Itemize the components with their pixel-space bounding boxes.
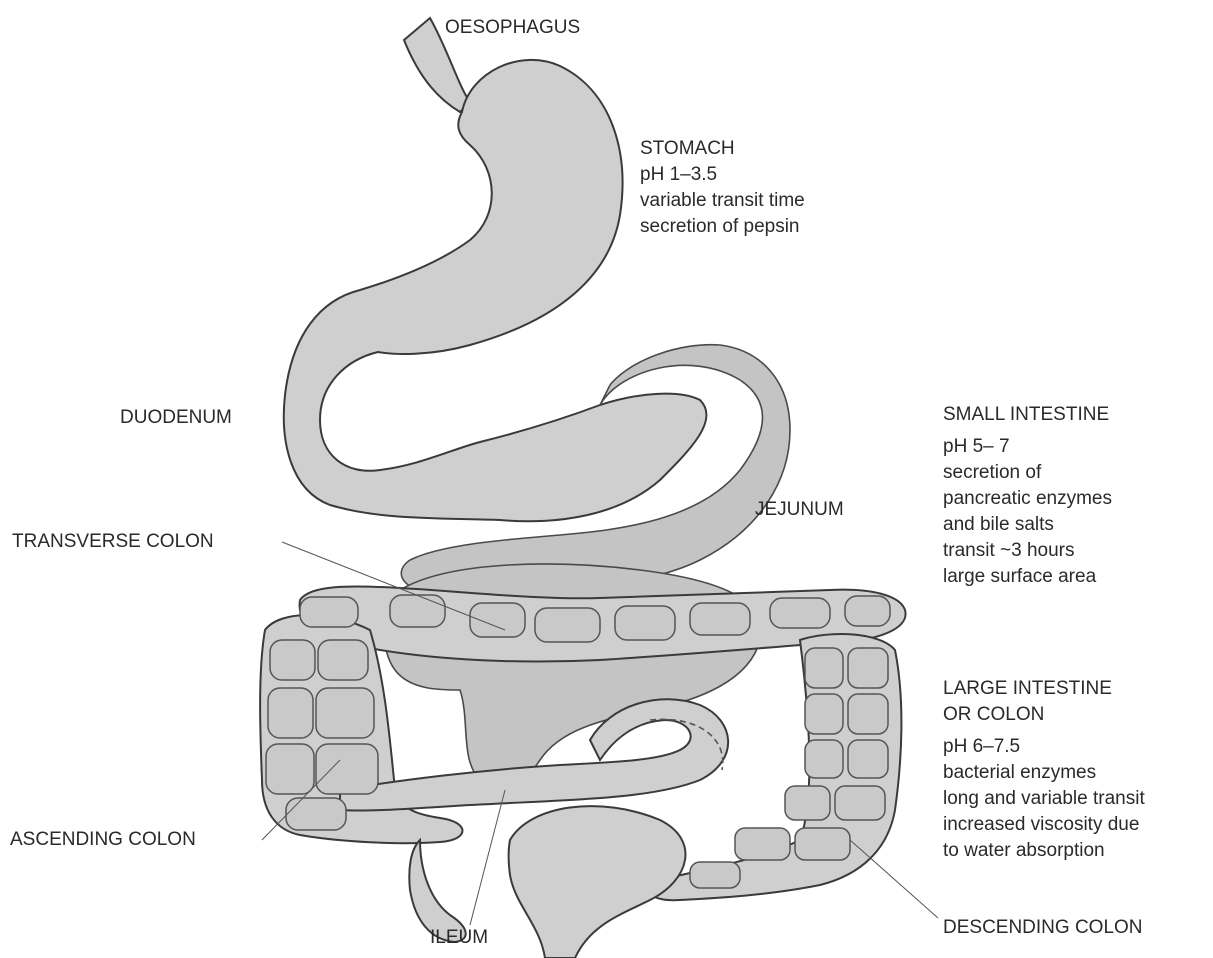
- small-intestine-line: and bile salts: [943, 512, 1112, 538]
- colon-segment: [848, 740, 888, 778]
- colon-segment: [845, 596, 890, 626]
- small-intestine-line: transit ~3 hours: [943, 538, 1112, 564]
- stomach-shape: [284, 60, 707, 521]
- colon-segment: [470, 603, 525, 637]
- ileum-label: ILEUM: [430, 928, 488, 947]
- large-intestine-line: increased viscosity due: [943, 812, 1145, 838]
- descending-colon-label: DESCENDING COLON: [943, 918, 1143, 937]
- stomach-ph: pH 1–3.5: [640, 162, 805, 188]
- colon-segment: [848, 694, 888, 734]
- large-intestine-line: to water absorption: [943, 838, 1145, 864]
- ileum-leader: [470, 790, 505, 925]
- large-intestine-title-2: OR COLON: [943, 702, 1145, 728]
- colon-segment: [795, 828, 850, 860]
- colon-segment: [805, 694, 843, 734]
- colon-segment: [300, 597, 358, 627]
- colon-segment: [770, 598, 830, 628]
- colon-segment: [286, 798, 346, 830]
- oesophagus-label: OESOPHAGUS: [445, 18, 580, 37]
- stomach-transit: variable transit time: [640, 188, 805, 214]
- small-intestine-line: secretion of: [943, 460, 1112, 486]
- small-intestine-info: SMALL INTESTINE pH 5– 7 secretion of pan…: [943, 402, 1112, 590]
- ascending-colon-label: ASCENDING COLON: [10, 830, 196, 849]
- colon-segment: [785, 786, 830, 820]
- large-intestine-title: LARGE INTESTINE: [943, 676, 1145, 702]
- rectum-shape: [509, 806, 686, 958]
- colon-segment: [270, 640, 315, 680]
- colon-segment: [835, 786, 885, 820]
- transverse-colon-label: TRANSVERSE COLON: [12, 532, 214, 551]
- stomach-info: STOMACH pH 1–3.5 variable transit time s…: [640, 136, 805, 240]
- stomach-secretion: secretion of pepsin: [640, 214, 805, 240]
- colon-segment: [735, 828, 790, 860]
- large-intestine-line: bacterial enzymes: [943, 760, 1145, 786]
- colon-segment: [266, 744, 314, 794]
- jejunum-label: JEJUNUM: [755, 500, 844, 519]
- colon-segment: [805, 740, 843, 778]
- colon-segment: [318, 640, 368, 680]
- small-intestine-title: SMALL INTESTINE: [943, 402, 1112, 428]
- small-intestine-ph: pH 5– 7: [943, 434, 1112, 460]
- colon-segment: [805, 648, 843, 688]
- large-intestine-info: LARGE INTESTINE OR COLON pH 6–7.5 bacter…: [943, 676, 1145, 864]
- small-intestine-line: large surface area: [943, 564, 1112, 590]
- colon-segment: [316, 688, 374, 738]
- duodenum-label: DUODENUM: [120, 408, 232, 427]
- colon-segment: [615, 606, 675, 640]
- large-intestine-ph: pH 6–7.5: [943, 734, 1145, 760]
- large-intestine-line: long and variable transit: [943, 786, 1145, 812]
- colon-segment: [390, 595, 445, 627]
- colon-segment: [690, 603, 750, 635]
- small-intestine-line: pancreatic enzymes: [943, 486, 1112, 512]
- descending-colon-leader: [850, 840, 938, 918]
- colon-segment: [268, 688, 313, 738]
- colon-segment: [848, 648, 888, 688]
- colon-segment: [690, 862, 740, 888]
- colon-segment: [535, 608, 600, 642]
- colon-segment: [316, 744, 378, 794]
- stomach-title: STOMACH: [640, 136, 805, 162]
